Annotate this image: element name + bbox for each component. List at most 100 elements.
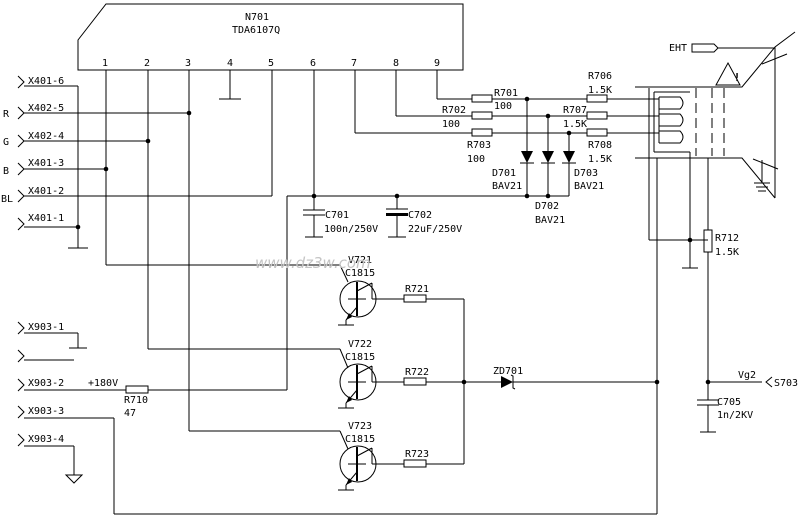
ic-pin4-ground xyxy=(219,70,241,100)
svg-text:1.5K: 1.5K xyxy=(563,119,587,130)
crt-cathodes xyxy=(648,88,725,269)
svg-text:C705: C705 xyxy=(717,397,741,408)
svg-text:EHT: EHT xyxy=(669,43,687,54)
svg-text:R701: R701 xyxy=(494,88,518,99)
ic-pin-9: 9 xyxy=(434,58,440,69)
connector-x903-1: X903-1 xyxy=(17,321,87,349)
svg-text:100: 100 xyxy=(442,119,460,130)
connector-x903-2: X903-2 +180V R710 47 xyxy=(17,378,287,419)
svg-text:X903-3: X903-3 xyxy=(28,406,64,417)
svg-text:100: 100 xyxy=(494,101,512,112)
svg-text:1n/2KV: 1n/2KV xyxy=(717,410,753,421)
signal-r: R xyxy=(3,109,10,120)
base-drive-lines xyxy=(105,70,349,450)
svg-text:X402-5: X402-5 xyxy=(28,103,64,114)
svg-text:X903-1: X903-1 xyxy=(28,322,64,333)
connector-x903-4: X903-4 xyxy=(17,433,84,484)
svg-text:R722: R722 xyxy=(405,367,429,378)
svg-text:!: ! xyxy=(734,71,741,84)
diode-d701: D701 BAV21 xyxy=(492,99,534,196)
collector-resistors: R721 R722 R723 xyxy=(403,284,467,468)
ic-pin-8: 8 xyxy=(393,58,399,69)
svg-text:1.5K: 1.5K xyxy=(588,154,612,165)
svg-text:R703: R703 xyxy=(467,140,491,151)
vg2-connector: Vg2 S703 xyxy=(705,370,798,389)
svg-text:C701: C701 xyxy=(325,210,349,221)
crt-tube: ! xyxy=(635,31,796,199)
resistor-labels: R701 100 R702 100 R703 100 R706 1.5K R70… xyxy=(442,71,612,165)
svg-text:V722: V722 xyxy=(348,339,372,350)
svg-text:R721: R721 xyxy=(405,284,429,295)
svg-text:1.5K: 1.5K xyxy=(588,85,612,96)
signal-g: G xyxy=(3,137,9,148)
ic-pin-5: 5 xyxy=(268,58,274,69)
svg-text:S703: S703 xyxy=(774,378,798,389)
connector-x903-3: X903-3 xyxy=(17,405,657,515)
svg-text:R702: R702 xyxy=(442,105,466,116)
transistor-v722: V722 C1815 xyxy=(338,339,404,409)
svg-text:C1815: C1815 xyxy=(345,268,375,279)
svg-text:X401-2: X401-2 xyxy=(28,186,64,197)
svg-text:22uF/250V: 22uF/250V xyxy=(408,224,462,235)
output-pin9-red xyxy=(436,70,659,103)
connector-x401-3: B X401-3 xyxy=(3,158,109,177)
svg-text:R706: R706 xyxy=(588,71,612,82)
svg-text:X401-3: X401-3 xyxy=(28,158,64,169)
svg-text:X903-2: X903-2 xyxy=(28,378,64,389)
svg-text:D702: D702 xyxy=(535,201,559,212)
svg-text:C1815: C1815 xyxy=(345,434,375,445)
svg-text:C702: C702 xyxy=(408,210,432,221)
svg-text:47: 47 xyxy=(124,408,136,419)
ic-pin-1: 1 xyxy=(102,58,108,69)
svg-text:ZD701: ZD701 xyxy=(493,366,523,377)
signal-bl: BL xyxy=(1,194,13,205)
ic-pin-3: 3 xyxy=(185,58,191,69)
svg-text:C1815: C1815 xyxy=(345,352,375,363)
ic-pin-6: 6 xyxy=(310,58,316,69)
svg-text:R712: R712 xyxy=(715,233,739,244)
svg-text:R707: R707 xyxy=(563,105,587,116)
diode-d703: D703 BAV21 xyxy=(562,133,604,196)
svg-text:100n/250V: 100n/250V xyxy=(324,224,378,235)
svg-text:V721: V721 xyxy=(348,255,372,266)
ic-pin-7: 7 xyxy=(351,58,357,69)
svg-text:+180V: +180V xyxy=(88,378,118,389)
transistor-v723: V723 C1815 xyxy=(338,421,404,491)
capacitor-c705: C705 1n/2KV xyxy=(697,382,753,433)
connector-x401-1: X401-1 xyxy=(17,213,78,231)
svg-text:V723: V723 xyxy=(348,421,372,432)
ic-pin-2: 2 xyxy=(144,58,150,69)
svg-text:R723: R723 xyxy=(405,449,429,460)
output-pin7-blue xyxy=(354,70,659,137)
ic-n701: N701 TDA6107Q 1 2 3 4 5 6 7 8 9 xyxy=(77,3,464,71)
watermark: www.dz3w.com xyxy=(255,254,371,272)
ic-ref: N701 xyxy=(245,12,269,23)
connector-x402-4: G X402-4 xyxy=(3,131,151,148)
connector-x402-5: R X402-5 xyxy=(3,103,192,120)
svg-text:X903-4: X903-4 xyxy=(28,434,64,445)
ic-pin-4: 4 xyxy=(227,58,233,69)
diode-common-rail xyxy=(478,193,569,199)
svg-text:Vg2: Vg2 xyxy=(738,370,756,381)
zener-zd701: ZD701 xyxy=(464,366,660,390)
resistor-r712: R712 1.5K xyxy=(703,158,739,382)
svg-text:X401-1: X401-1 xyxy=(28,213,64,224)
transistor-v721: V721 C1815 xyxy=(338,255,404,326)
crt-eht: EHT xyxy=(669,43,775,54)
diode-d702: D702 BAV21 xyxy=(535,116,565,226)
ic-part-number: TDA6107Q xyxy=(232,25,280,36)
svg-text:BAV21: BAV21 xyxy=(492,181,522,192)
svg-text:D703: D703 xyxy=(574,168,598,179)
svg-text:R708: R708 xyxy=(588,140,612,151)
svg-text:BAV21: BAV21 xyxy=(535,215,565,226)
supply-rail xyxy=(286,70,478,390)
svg-text:X401-6: X401-6 xyxy=(28,76,64,87)
svg-text:BAV21: BAV21 xyxy=(574,181,604,192)
output-pin8-green xyxy=(395,70,659,120)
svg-text:1.5K: 1.5K xyxy=(715,247,739,258)
capacitor-c702: C702 22uF/250V xyxy=(386,196,462,238)
svg-text:R710: R710 xyxy=(124,395,148,406)
connector-unlabeled xyxy=(17,349,74,363)
svg-text:100: 100 xyxy=(467,154,485,165)
